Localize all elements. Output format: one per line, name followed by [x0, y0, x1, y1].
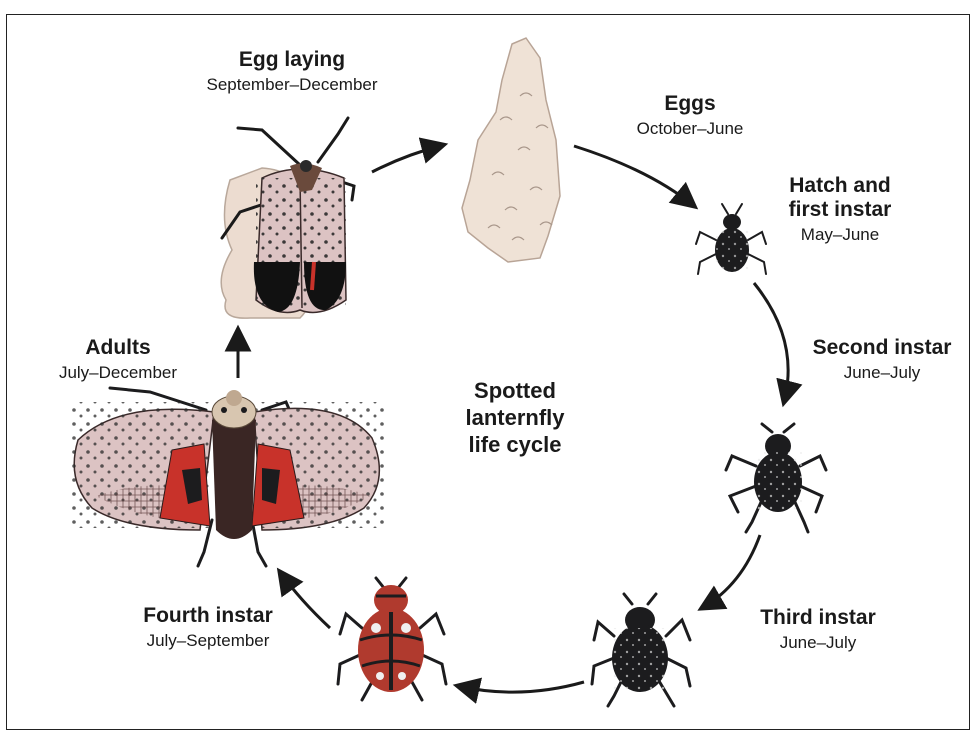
stage-name: Adults	[28, 336, 208, 360]
arrow-third-to-fourth-instar	[458, 682, 584, 692]
stage-period: July–September	[108, 631, 308, 651]
egg-mass-illustration	[462, 38, 560, 262]
arrow-eggs-to-first-instar	[574, 146, 694, 206]
adult-lanternfly-illustration	[72, 388, 386, 566]
egg-laying-adult-illustration	[221, 118, 354, 318]
stage-period: September–December	[172, 75, 412, 95]
second-instar-nymph-illustration	[726, 424, 826, 532]
arrow-second-to-third-instar	[702, 535, 760, 608]
arrow-egglaying-to-eggs	[372, 145, 443, 172]
stage-label-fourth-instar: Fourth instar July–September	[108, 604, 308, 651]
stage-name: Second instar	[792, 336, 972, 360]
first-instar-nymph-illustration	[696, 204, 766, 274]
arrow-first-to-second-instar	[754, 283, 788, 402]
stage-label-egg-laying: Egg laying September–December	[172, 48, 412, 95]
stage-period: June–July	[728, 633, 908, 653]
stage-label-eggs: Eggs October–June	[590, 92, 790, 139]
stage-name: Third instar	[728, 606, 908, 630]
stage-label-third-instar: Third instar June–July	[728, 606, 908, 653]
stage-name: Fourth instar	[108, 604, 308, 628]
stage-period: May–June	[770, 225, 910, 245]
stage-label-second-instar: Second instar June–July	[792, 336, 972, 383]
stage-name: Eggs	[590, 92, 790, 116]
stage-period: October–June	[590, 119, 790, 139]
stage-period: June–July	[792, 363, 972, 383]
third-instar-nymph-illustration	[592, 594, 690, 706]
stage-period: July–December	[28, 363, 208, 383]
fourth-instar-nymph-illustration	[338, 578, 446, 700]
stage-label-adults: Adults July–December	[28, 336, 208, 383]
stage-name: Egg laying	[172, 48, 412, 72]
